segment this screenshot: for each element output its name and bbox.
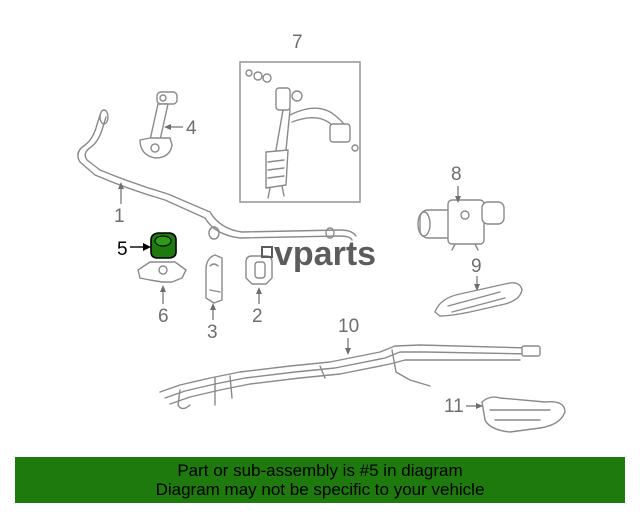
clamp-3-drawing xyxy=(205,254,223,304)
callout-8: 8 xyxy=(451,164,462,185)
callout-6: 6 xyxy=(158,306,169,327)
stabilizer-link-drawing xyxy=(139,91,178,159)
shield-11-drawing xyxy=(481,396,566,433)
pipe-assembly-10-drawing xyxy=(159,344,541,410)
callout-5: 5 xyxy=(117,239,128,260)
callout-1: 1 xyxy=(114,206,125,227)
parts-diagram: 1 4 7 5 6 xyxy=(77,32,566,433)
footer-line-2: Diagram may not be specific to your vehi… xyxy=(155,480,485,499)
vparts-watermark: vparts xyxy=(261,235,376,273)
exhaust-assembly-inset xyxy=(239,61,361,203)
stabilizer-bar-drawing xyxy=(77,109,357,241)
watermark-text: vparts xyxy=(274,235,376,273)
bushing-drawing-highlighted xyxy=(150,232,177,259)
callout-10: 10 xyxy=(338,316,359,337)
callout-4: 4 xyxy=(186,118,197,139)
bushing-2-drawing xyxy=(245,255,273,285)
callout-9: 9 xyxy=(471,256,482,277)
callout-2: 2 xyxy=(252,306,263,327)
footer-banner: Part or sub-assembly is #5 in diagram Di… xyxy=(15,457,625,503)
footer-line-1: Part or sub-assembly is #5 in diagram xyxy=(177,461,463,480)
callout-7: 7 xyxy=(292,32,303,53)
bracket-6-drawing xyxy=(137,261,187,283)
callout-3: 3 xyxy=(207,322,218,343)
heat-shield-9-drawing xyxy=(434,282,523,317)
actuator-drawing xyxy=(417,199,505,251)
callout-11: 11 xyxy=(444,396,464,417)
